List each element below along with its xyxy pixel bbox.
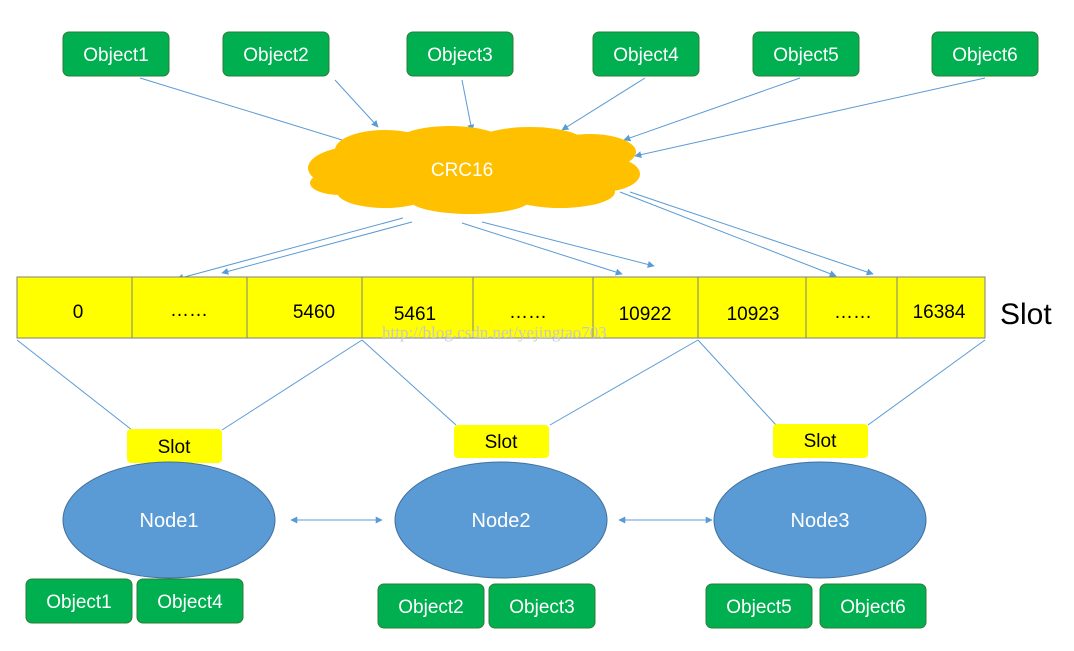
object-box: Object3 [406, 31, 514, 77]
node-objects: Object1 Object4 Object2 Object3 Object5 … [25, 578, 927, 629]
nodes: Node1 Node2 Node3 [62, 461, 927, 579]
arrow-crc16-slot-c [461, 222, 623, 276]
slot-range-lines [16, 339, 986, 431]
object-label: Object4 [613, 45, 679, 66]
arrow-crc16-slot-b [221, 221, 413, 275]
node2-slot-tag: Slot [454, 425, 549, 458]
node2: Node2 [394, 461, 608, 579]
node-slot-tags: Slot Slot Slot [127, 424, 868, 463]
arrow-object6-crc16 [634, 77, 986, 159]
slot-cell: …… [170, 300, 208, 321]
slot-cell: …… [509, 302, 547, 323]
object-box: Object3 [488, 583, 596, 629]
object-label: Object6 [840, 597, 905, 618]
object-label: Object5 [773, 45, 838, 66]
object-label: Object4 [157, 592, 223, 613]
node3: Node3 [713, 461, 927, 579]
node-label: Node3 [791, 510, 850, 532]
arrow-object1-crc16 [139, 77, 353, 145]
node-label: Node2 [472, 510, 531, 532]
object-label: Object1 [46, 592, 111, 613]
slot-tag-label: Slot [158, 437, 191, 458]
slot-axis-label: Slot [1000, 298, 1052, 331]
slot-cell: 10922 [619, 304, 672, 325]
object-box: Object6 [819, 583, 927, 629]
node1-slot-tag: Slot [127, 429, 222, 463]
node-label: Node1 [140, 510, 199, 532]
arrow-object4-crc16 [561, 77, 646, 131]
object-box: Object2 [377, 583, 485, 629]
object-box: Object1 [25, 578, 133, 624]
object-label: Object2 [398, 597, 463, 618]
slot-cell: 0 [73, 302, 84, 323]
slot-cell: …… [834, 302, 872, 323]
watermark: http://blog.csdn.net/yejingtao703 [382, 323, 607, 342]
slot-tag-label: Slot [804, 431, 837, 452]
crc16-label: CRC16 [431, 160, 493, 181]
slot-row: http://blog.csdn.net/yejingtao703 0 …… 5… [16, 276, 986, 342]
node3-slot-tag: Slot [773, 424, 868, 458]
top-objects: Object1 Object2 Object3 Object4 Object5 … [62, 31, 1039, 77]
object-label: Object2 [243, 45, 308, 66]
object-label: Object3 [427, 45, 492, 66]
crc16-cloud: CRC16 [308, 126, 640, 214]
object-label: Object3 [509, 597, 574, 618]
object-box: Object5 [705, 583, 813, 629]
slot-tag-label: Slot [485, 432, 518, 453]
object-box: Object4 [592, 31, 700, 77]
object-box: Object2 [222, 31, 330, 77]
object-label: Object6 [952, 45, 1017, 66]
arrow-object5-crc16 [623, 77, 801, 142]
arrow-object2-crc16 [334, 79, 379, 128]
node1: Node1 [62, 461, 276, 579]
slot-cell: 10923 [727, 304, 780, 325]
object-box: Object1 [62, 31, 170, 77]
arrow-object3-crc16 [461, 79, 475, 132]
object-label: Object1 [83, 45, 148, 66]
slot-cell: 5460 [293, 302, 335, 323]
object-label: Object5 [726, 597, 791, 618]
object-box: Object6 [931, 31, 1039, 77]
object-to-hash-arrows [139, 77, 986, 159]
hash-to-slot-arrows [176, 191, 874, 281]
arrow-crc16-slot-a [176, 217, 404, 281]
object-box: Object5 [752, 31, 860, 77]
arrow-crc16-slot-f [629, 191, 874, 276]
slot-cell: 16384 [913, 302, 966, 323]
arrow-crc16-slot-d [481, 221, 655, 268]
arrow-crc16-slot-e [619, 191, 837, 277]
object-box: Object4 [136, 578, 244, 624]
slot-cell: 5461 [394, 304, 436, 325]
